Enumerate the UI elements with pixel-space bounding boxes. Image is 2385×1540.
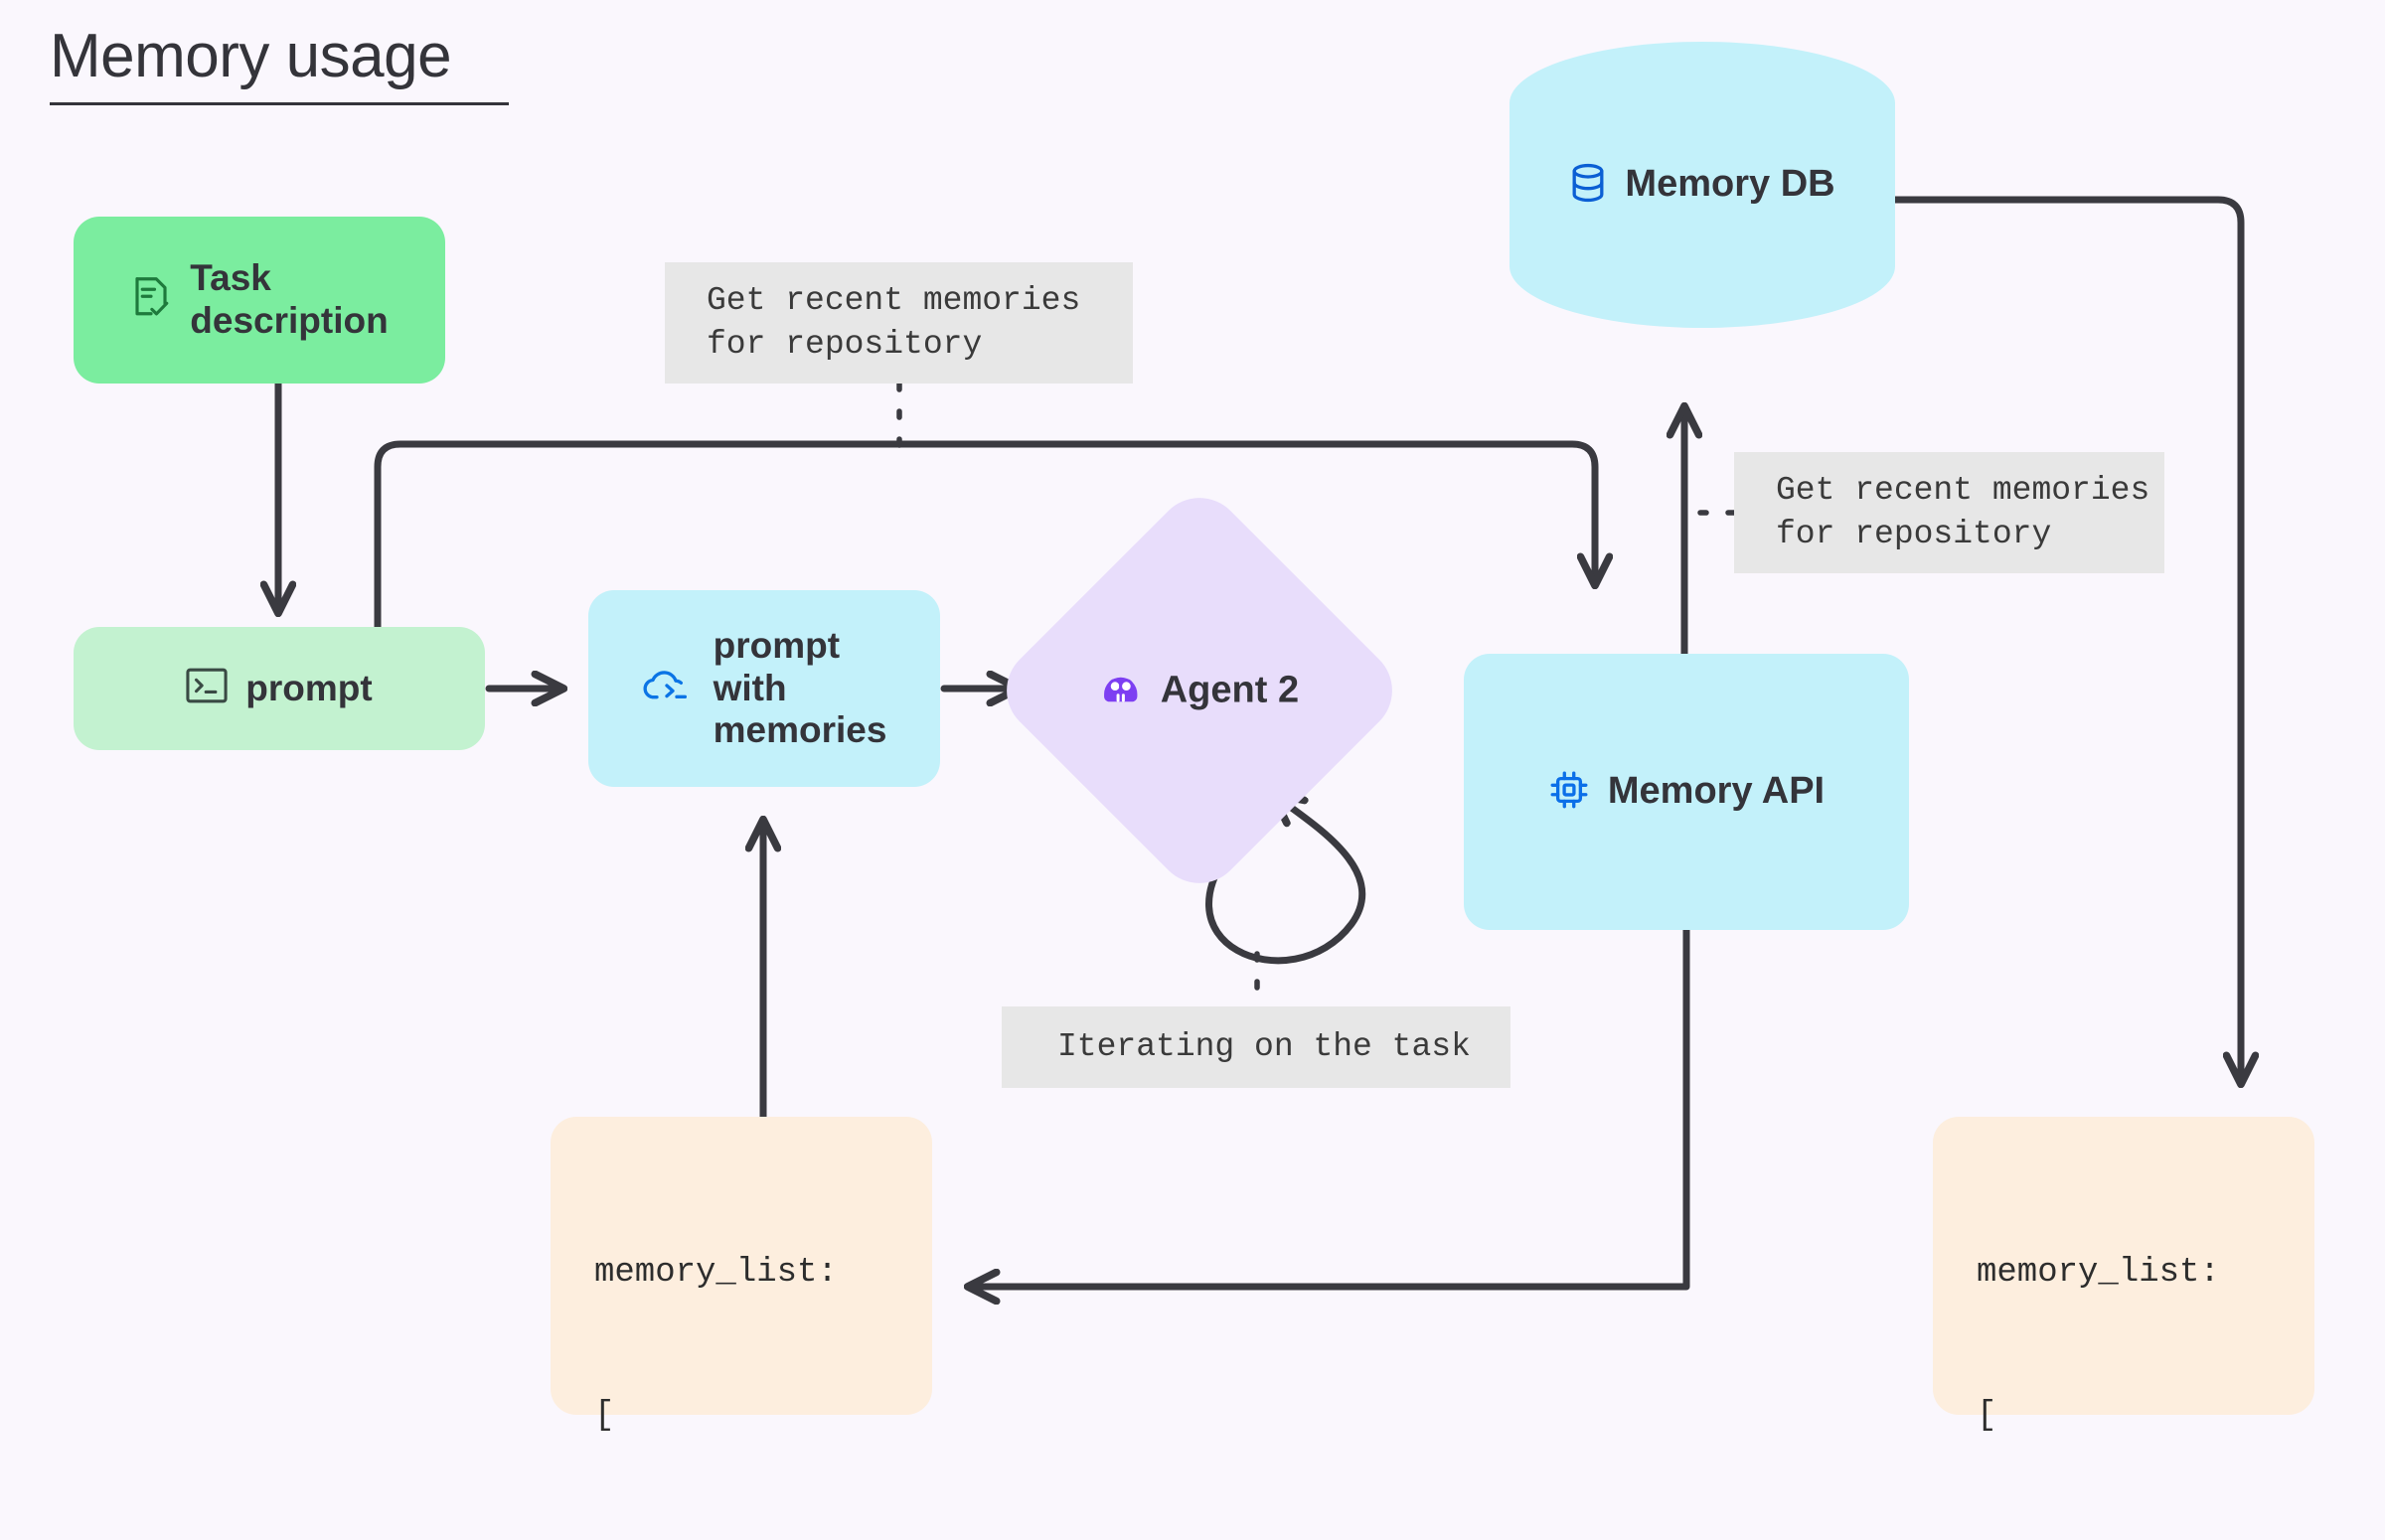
- code-block-memory-list-left: memory_list: [ memory:{...}, memory:{...…: [551, 1117, 932, 1435]
- title-underline: [50, 102, 509, 106]
- note-iterating-on-the-task: Iterating on the task: [1002, 1006, 1510, 1088]
- cpu-chip-icon: [1548, 769, 1590, 816]
- edge-prompt-to-memory-api: [374, 440, 1595, 631]
- note-line-2: for repository: [707, 326, 983, 363]
- database-icon: [1569, 162, 1607, 209]
- code-entry: memory:{...},: [594, 1536, 932, 1540]
- node-agent2[interactable]: Agent 2: [988, 479, 1411, 902]
- code-block-memory-list-right: memory_list: [ memory:{...}, memory:{...…: [1933, 1117, 2314, 1435]
- node-memory-db-label: Memory DB: [1625, 163, 1835, 206]
- code-header: memory_list:: [594, 1253, 838, 1292]
- code-open-bracket: [: [594, 1397, 615, 1436]
- note-line-1: Get recent memories: [707, 282, 1081, 320]
- node-prompt[interactable]: prompt: [74, 627, 485, 750]
- edge-memory-db-to-memory-list-right: [1891, 196, 2241, 1083]
- note-line-1: Get recent memories: [1776, 472, 2150, 510]
- task-checklist-icon: [130, 275, 172, 326]
- note-line-1: Iterating on the task: [1057, 1028, 1471, 1066]
- robot-icon: [1099, 668, 1143, 712]
- node-agent2-label: Agent 2: [1161, 669, 1300, 711]
- note-line-2: for repository: [1776, 516, 2052, 552]
- page-title: Memory usage: [50, 22, 452, 90]
- cloud-terminal-icon: [642, 665, 692, 711]
- page-title-wrap: Memory usage: [50, 22, 509, 106]
- note-get-recent-memories-right: Get recent memories for repository: [1734, 452, 2164, 573]
- code-header: memory_list:: [1977, 1253, 2220, 1292]
- code-open-bracket: [: [1977, 1397, 1997, 1436]
- edge-memory-api-to-memory-list-left: [969, 926, 1690, 1287]
- note-get-recent-memories-top: Get recent memories for repository: [665, 262, 1133, 384]
- code-entry: memory:{...},: [1977, 1536, 2314, 1540]
- node-prompt-label: prompt: [245, 667, 373, 708]
- terminal-icon: [186, 668, 228, 708]
- node-memory-api[interactable]: Memory API: [1464, 654, 1909, 930]
- node-memory-db[interactable]: Memory DB: [1510, 42, 1895, 328]
- node-memory-api-label: Memory API: [1607, 770, 1826, 813]
